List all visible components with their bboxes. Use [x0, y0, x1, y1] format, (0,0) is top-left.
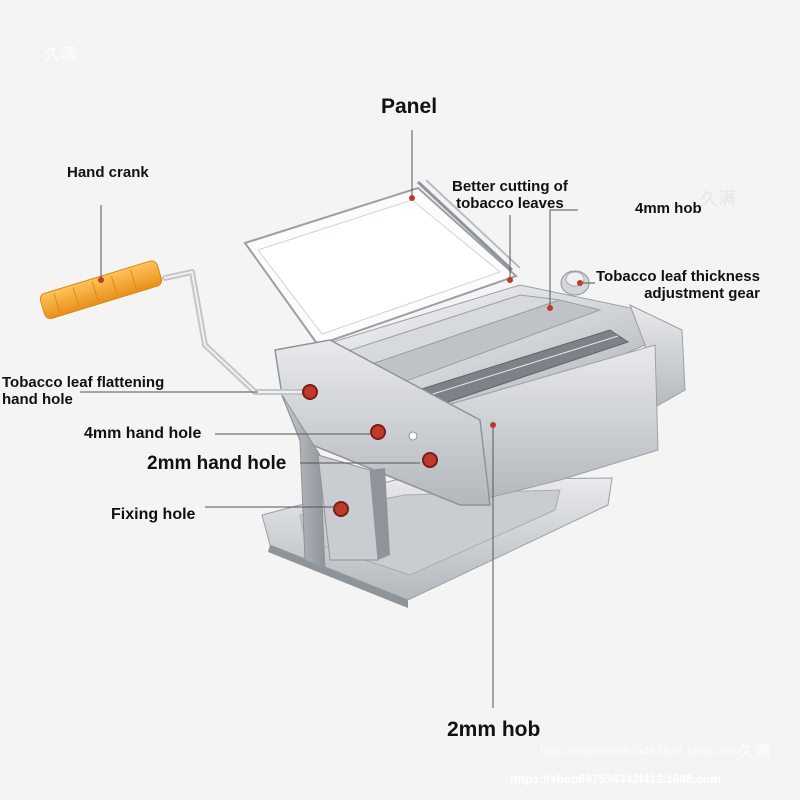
label-4mm-hand-hole: 4mm hand hole — [84, 425, 202, 442]
leader-lines — [80, 130, 595, 708]
label-2mm-hob: 2mm hob — [447, 718, 541, 741]
label-panel: Panel — [381, 95, 438, 118]
label-flattening-hole: Tobacco leaf flattening hand hole — [2, 374, 164, 409]
label-better-cutting-line1: Better cutting of — [452, 178, 568, 195]
footer-url-main: https://shop697534342f412.1688.com — [510, 772, 721, 786]
label-fixing-hole: Fixing hole — [111, 506, 196, 523]
watermark-top-left: 久满 — [44, 46, 77, 63]
label-2mm-hand-hole: 2mm hand hole — [147, 453, 287, 474]
label-thickness-gear-line1: Tobacco leaf thickness — [596, 268, 760, 285]
label-4mm-hob: 4mm hob — [635, 200, 702, 217]
label-thickness-gear-line2: adjustment gear — [644, 285, 760, 303]
marker-dot — [98, 277, 104, 283]
label-better-cutting-line2: tobacco leaves — [456, 195, 564, 213]
label-hand-crank: Hand crank — [67, 164, 149, 181]
label-flattening-hole-line2: hand hole — [2, 391, 73, 409]
label-thickness-gear: Tobacco leaf thickness adjustment gear — [596, 268, 760, 303]
hand-crank — [39, 260, 311, 395]
label-flattening-hole-line1: Tobacco leaf flattening — [2, 374, 165, 391]
marker-dot — [490, 422, 496, 428]
marker-dot — [409, 195, 415, 201]
marker-dot — [547, 305, 553, 311]
side-holes — [302, 384, 438, 517]
watermark-bottom-right: 久满 — [738, 744, 771, 761]
panel-tray — [243, 179, 521, 347]
marker-dot — [577, 280, 583, 286]
footer-url-faint: http://shop0100975461829.1688.com — [540, 744, 739, 758]
label-better-cutting: Better cutting of tobacco leaves — [452, 178, 568, 213]
marker-dot — [507, 277, 513, 283]
machine-body — [274, 270, 686, 571]
svg-text:久满: 久满 — [700, 189, 736, 210]
marker-dots — [98, 195, 583, 428]
